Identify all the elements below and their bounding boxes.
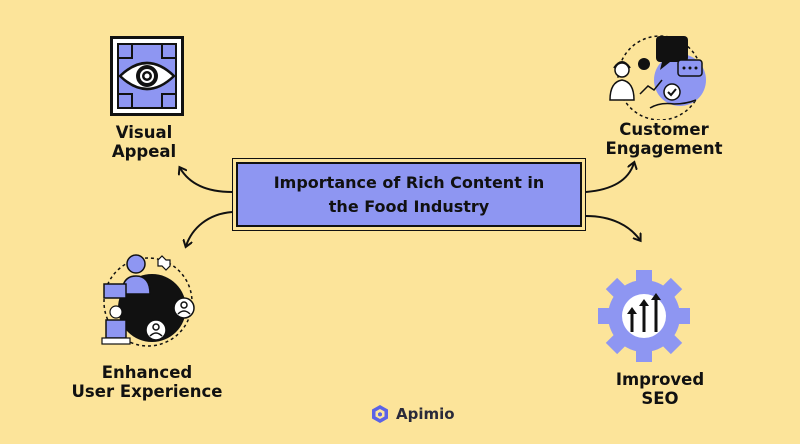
- eye-icon: [110, 36, 184, 116]
- brand-logo: Apimio: [370, 404, 455, 424]
- node-customer-engagement: Customer Engagement: [604, 120, 724, 158]
- arrow-to-improved-seo: [585, 215, 640, 240]
- visual-appeal-line1: Visual: [115, 123, 173, 142]
- arrow-to-visual-appeal: [180, 168, 233, 193]
- arrow-to-customer-engagement: [585, 163, 634, 193]
- node-improved-seo: Improved SEO: [610, 370, 710, 408]
- user-experience-line1: Enhanced: [101, 363, 193, 382]
- central-topic-line2: the Food Industry: [328, 196, 490, 216]
- user-experience-icon: [101, 254, 195, 347]
- visual-appeal-line2: Appeal: [111, 142, 177, 161]
- arrow-to-user-experience: [186, 211, 233, 246]
- customer-engagement-line2: Engagement: [605, 139, 723, 158]
- central-topic-text: Importance of Rich Content in the Food I…: [274, 171, 545, 219]
- customer-engagement-icon: [609, 35, 706, 120]
- central-topic-box: Importance of Rich Content in the Food I…: [236, 162, 582, 227]
- improved-seo-line2: SEO: [641, 389, 679, 408]
- seo-gear-icon: [598, 270, 690, 362]
- central-topic-line1: Importance of Rich Content in: [273, 172, 545, 192]
- brand-name: Apimio: [396, 405, 455, 423]
- node-user-experience: Enhanced User Experience: [62, 363, 232, 401]
- node-visual-appeal: Visual Appeal: [104, 123, 184, 161]
- user-experience-line2: User Experience: [71, 382, 223, 401]
- apimio-logo-icon: [372, 405, 388, 423]
- improved-seo-line1: Improved: [615, 370, 705, 389]
- customer-engagement-line1: Customer: [619, 120, 709, 139]
